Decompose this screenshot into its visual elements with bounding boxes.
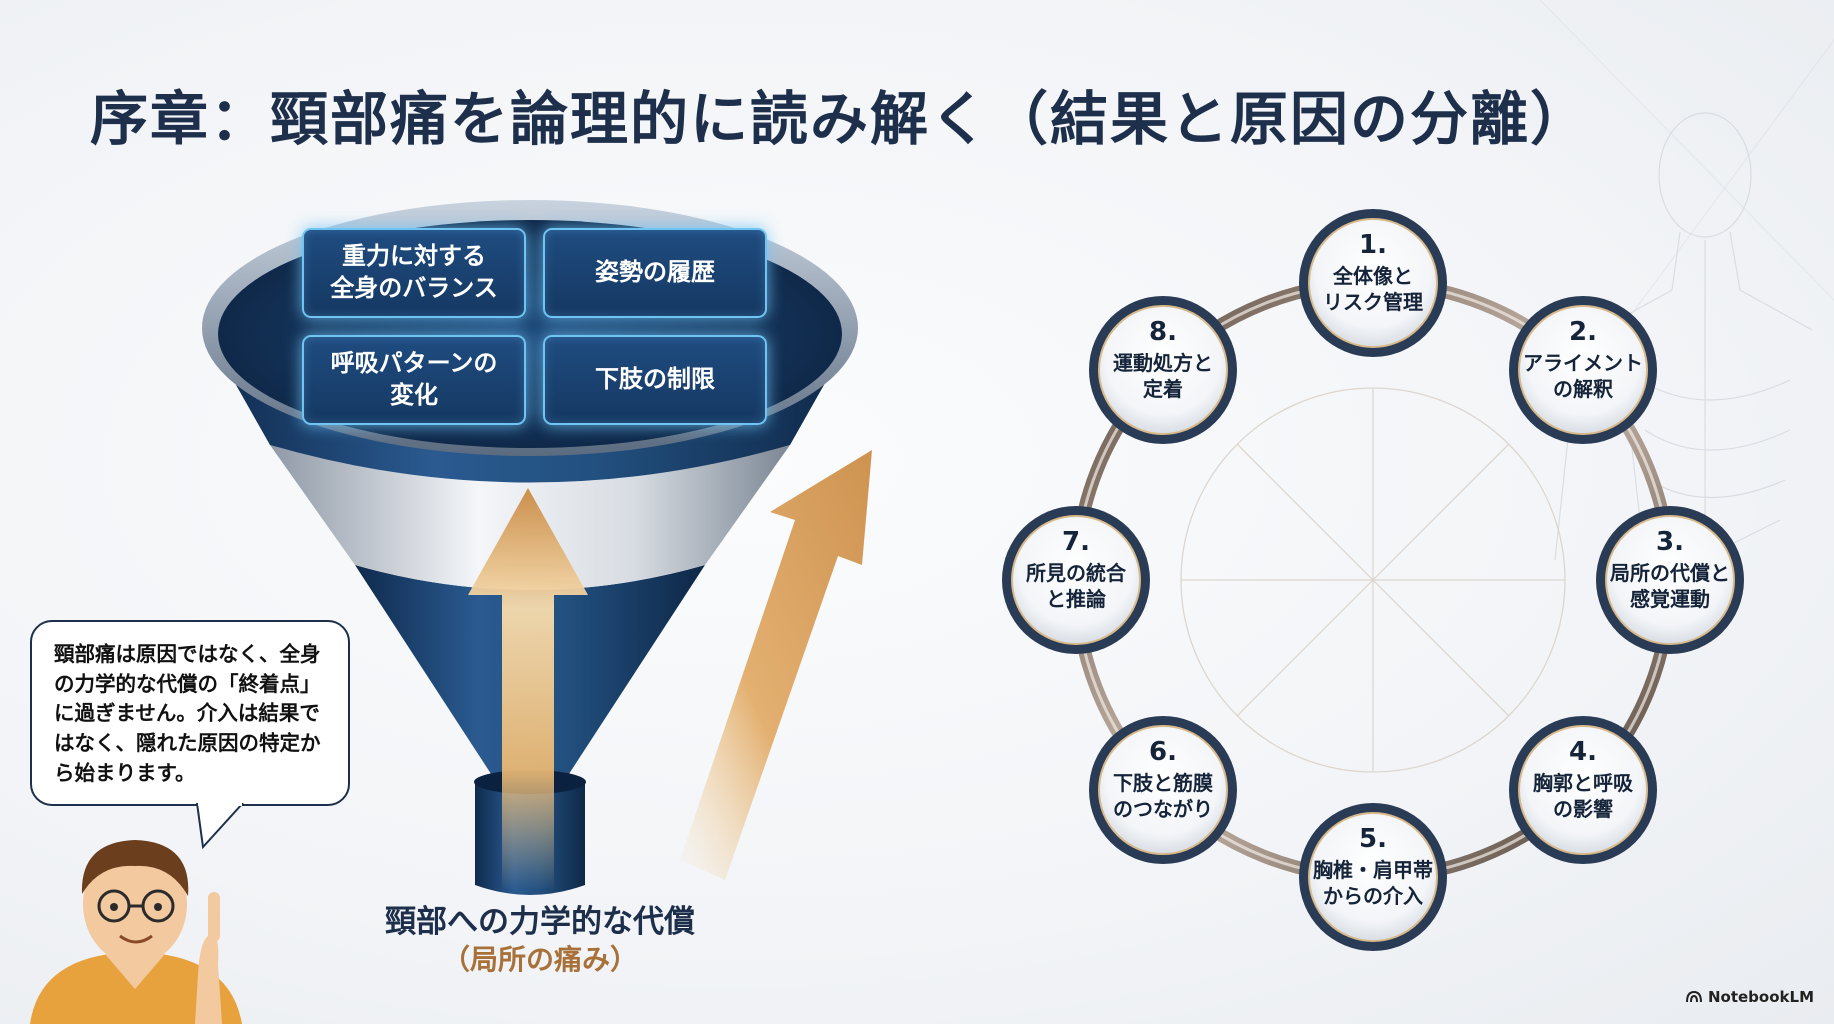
cycle-node-6: [1097, 725, 1228, 856]
upward-arrows: [468, 450, 872, 890]
cycle-node-8: [1097, 304, 1228, 435]
cycle-node-text: 胸郭と呼吸 の影響: [1533, 770, 1633, 821]
cycle-node-number: 7.: [1062, 527, 1090, 557]
cycle-node-2: [1518, 304, 1649, 435]
cycle-node-text: 運動処方と 定着: [1112, 350, 1213, 401]
presenter-character: [30, 840, 242, 1024]
speech-bubble: 頸部痛は原因ではなく、全身の力学的な代償の「終着点」に過ぎません。介入は結果では…: [30, 620, 350, 806]
cycle-node-1: [1308, 218, 1438, 348]
cycle-node-text: 所見の統合 と推論: [1026, 560, 1126, 611]
cause-box-lower-limb: 下肢の制限: [543, 335, 767, 425]
cycle-spokes: [1180, 387, 1566, 773]
cycle-node-label-5: 5.胸椎・肩甲帯 からの介入: [1306, 824, 1440, 909]
cycle-node-label-3: 3.局所の代償と 感覚運動: [1603, 527, 1737, 612]
cycle-node-text: 全体像と リスク管理: [1323, 263, 1423, 314]
cycle-node-4: [1518, 725, 1649, 856]
speech-bubble-tail: [196, 803, 244, 850]
cycle-node-label-8: 8.運動処方と 定着: [1096, 316, 1230, 402]
background-anatomy-figure: [1539, 0, 1834, 561]
cycle-node-7: [1011, 515, 1141, 645]
cycle-node-text: 下肢と筋膜 のつながり: [1112, 770, 1213, 821]
diagonal-arrow-icon: [680, 450, 872, 880]
cycle-node-number: 6.: [1149, 737, 1177, 767]
brand-watermark: NotebookLM: [1685, 988, 1814, 1006]
funnel-caption-sub: （局所の痛み）: [441, 943, 638, 977]
cycle-node-text: 局所の代償と 感覚運動: [1610, 560, 1730, 611]
cycle-node-number: 1.: [1359, 230, 1387, 260]
cycle-node-text: 胸椎・肩甲帯 からの介入: [1313, 857, 1433, 908]
cycle-node-number: 4.: [1569, 737, 1597, 767]
cycle-node-label-7: 7.所見の統合 と推論: [1009, 527, 1143, 612]
center-arrow-icon: [468, 488, 588, 890]
cycle-node-number: 8.: [1149, 316, 1177, 347]
cycle-node-label-2: 2.アライメント の解釈: [1516, 316, 1650, 402]
cycle-node-label-4: 4.胸郭と呼吸 の影響: [1516, 737, 1650, 822]
cycle-node-number: 5.: [1359, 824, 1387, 854]
cycle-node-5: [1308, 812, 1438, 942]
cycle-node-label-6: 6.下肢と筋膜 のつながり: [1096, 737, 1230, 822]
cycle-diagram: [1002, 209, 1744, 951]
speech-bubble-text: 頸部痛は原因ではなく、全身の力学的な代償の「終着点」に過ぎません。介入は結果では…: [54, 642, 321, 785]
cycle-node-label-1: 1.全体像と リスク管理: [1306, 230, 1440, 315]
funnel-caption-main: 頸部への力学的な代償: [385, 904, 695, 940]
cycle-node-number: 3.: [1656, 527, 1684, 557]
cycle-node-number: 2.: [1569, 316, 1597, 347]
cause-box-posture-history: 姿勢の履歴: [543, 228, 767, 318]
cycle-node-text: アライメント の解釈: [1523, 350, 1643, 401]
cycle-node-3: [1605, 515, 1735, 645]
funnel-caption: 頸部への力学的な代償 （局所の痛み）: [340, 902, 740, 979]
notebooklm-logo-icon: [1685, 991, 1702, 1003]
brand-name: NotebookLM: [1707, 988, 1814, 1006]
page-title: 序章：頸部痛を論理的に読み解く（結果と原因の分離）: [90, 85, 1591, 153]
cause-box-gravity-balance: 重力に対する 全身のバランス: [302, 228, 526, 318]
cause-box-breathing-pattern: 呼吸パターンの 変化: [302, 335, 526, 425]
